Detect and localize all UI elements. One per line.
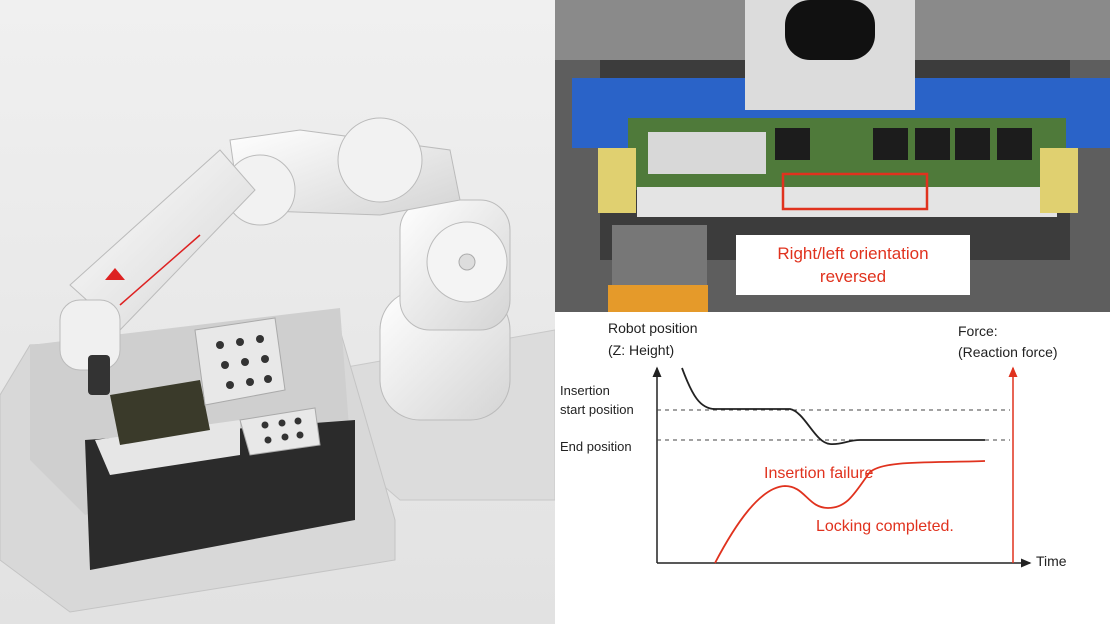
x-axis-label: Time — [1036, 553, 1067, 569]
highlight-box — [781, 172, 929, 211]
insertion-diagram: Robot position (Z: Height) Force: (React… — [555, 312, 1110, 624]
force-label-line2: (Reaction force) — [958, 344, 1058, 360]
locking-completed-label: Locking completed. — [816, 518, 954, 535]
force-label-line1: Force: — [958, 323, 998, 339]
insertion-start-label-line2: start position — [560, 402, 634, 417]
insertion-failure-label: Insertion failure — [764, 465, 873, 482]
metal-plate — [95, 420, 240, 475]
callout-text-line2: reversed — [820, 267, 886, 286]
gripper-camera — [785, 0, 875, 60]
dimm-slot — [637, 187, 1057, 217]
insertion-start-label-line1: Insertion — [560, 383, 610, 398]
robot-cell-render — [0, 0, 556, 624]
force-curve — [714, 460, 986, 564]
y-axis-label-line1: Robot position — [608, 320, 698, 336]
motherboard — [110, 380, 210, 445]
ram-label — [648, 132, 766, 174]
perforated-cover — [194, 317, 286, 406]
ram-insertion-photo: Right/left orientation reversed — [555, 0, 1110, 312]
left-latch — [598, 148, 636, 213]
position-curve — [681, 367, 985, 446]
callout-box — [736, 235, 970, 295]
end-position-label: End position — [560, 439, 632, 454]
y-axis-label-line2: (Z: Height) — [608, 342, 674, 358]
right-latch — [1040, 148, 1078, 213]
robot-gripper — [88, 355, 110, 395]
callout-text-line1: Right/left orientation — [777, 244, 928, 263]
